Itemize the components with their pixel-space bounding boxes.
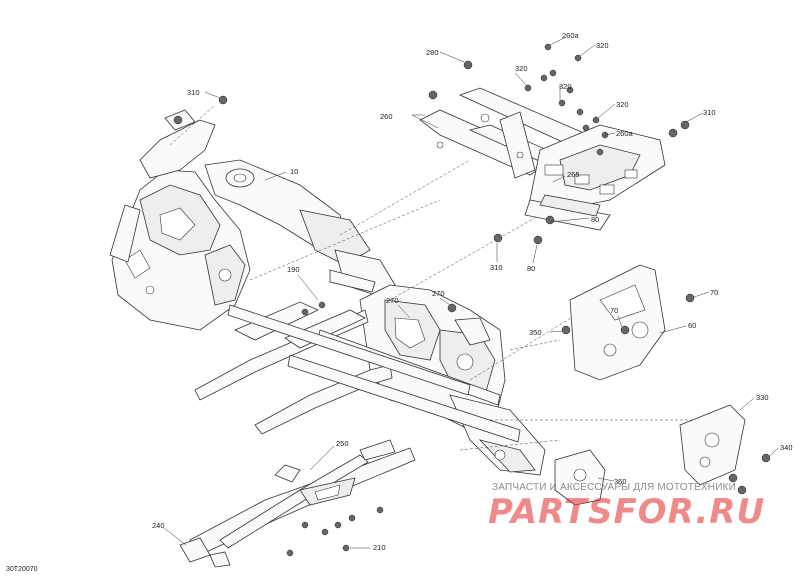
callout-80-bottom: 80	[527, 264, 535, 273]
callout-80-right: 80	[591, 215, 599, 224]
callout-280: 280	[426, 48, 439, 57]
callout-210: 210	[373, 543, 386, 552]
callout-330: 330	[756, 393, 769, 402]
upper-subframe	[419, 87, 666, 231]
fasteners	[173, 43, 771, 557]
main-frame	[109, 104, 700, 476]
callout-320-mid: 320	[559, 82, 572, 91]
watermark-logo: PARTSFOR.RU	[488, 492, 766, 532]
callout-270-top: 270	[432, 289, 445, 298]
callout-310-right: 310	[703, 108, 716, 117]
callout-260a-right: 260a	[616, 129, 634, 138]
callout-265: 265	[567, 170, 580, 179]
callout-320-left: 320	[515, 64, 528, 73]
callout-350: 350	[529, 328, 542, 337]
callout-340: 340	[780, 443, 793, 452]
side-plates	[554, 264, 746, 506]
callout-310-mid: 310	[490, 263, 503, 272]
callout-360: 360	[614, 477, 627, 486]
callout-70-right: 70	[710, 288, 718, 297]
callout-310-left: 310	[187, 88, 200, 97]
callout-320-right: 320	[616, 100, 629, 109]
leader-lines	[163, 36, 779, 549]
callout-270-left: 270	[386, 296, 399, 305]
callout-320-top: 320	[596, 41, 609, 50]
callout-10: 10	[290, 167, 298, 176]
callout-labels: 10 280 260 310 260a 320 320 320 320 260a…	[152, 31, 793, 552]
watermark-text: ЗАПЧАСТИ И АКСЕССУАРЫ ДЛЯ МОТОТЕХНИКИ	[492, 482, 737, 493]
diagram-reference-code: 30T20070	[6, 566, 38, 573]
callout-240: 240	[152, 521, 165, 530]
callout-60: 60	[688, 321, 696, 330]
callout-260a-top: 260a	[562, 31, 580, 40]
callout-260: 260	[380, 112, 393, 121]
lower-a-arm	[179, 439, 416, 568]
callout-250: 250	[336, 439, 349, 448]
callout-70-left: 70	[610, 306, 618, 315]
callout-190: 190	[287, 265, 300, 274]
